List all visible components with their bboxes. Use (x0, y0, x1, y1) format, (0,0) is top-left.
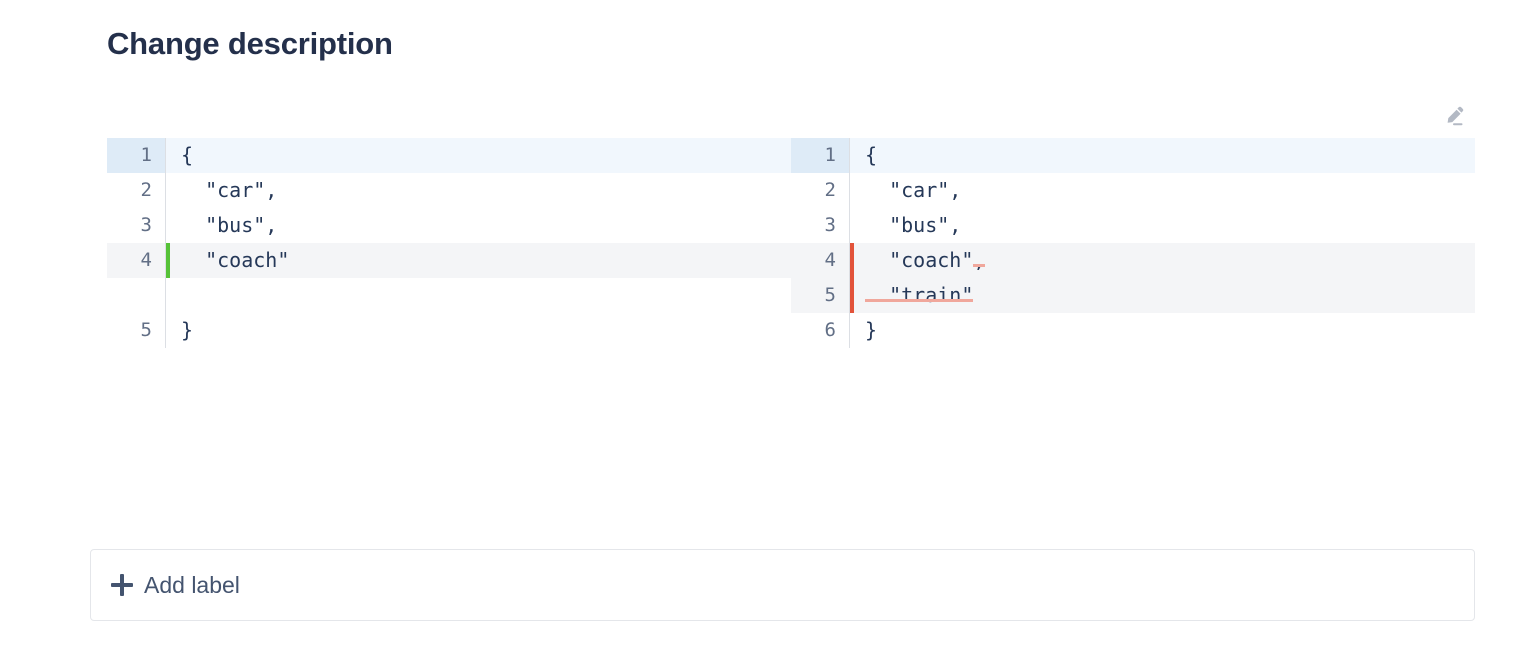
diff-toolbar (107, 100, 1475, 138)
code-line: "car", (865, 178, 962, 202)
diff-side-modified: 1 2 3 4 5 6 { "car", "bus", "coach", "tr… (791, 138, 1475, 348)
plus-icon (111, 574, 133, 596)
diff-panel: 1 2 3 4 5 { "car", "bus", "coach" } 1 2 (107, 100, 1475, 348)
line-number: 1 (107, 138, 165, 173)
line-number: 3 (140, 214, 152, 236)
code-line: { (166, 138, 791, 173)
code-line: "bus", (181, 213, 278, 237)
line-number: 5 (140, 319, 152, 341)
line-number: 3 (824, 214, 836, 236)
inserted-text: , (973, 248, 986, 272)
code-line-added: "coach" (166, 243, 791, 278)
diff-side-original: 1 2 3 4 5 { "car", "bus", "coach" } (107, 138, 791, 348)
line-number-gutter-original: 1 2 3 4 5 (107, 138, 165, 348)
code-column-original: { "car", "bus", "coach" } (165, 138, 791, 348)
line-number: 1 (791, 138, 849, 173)
add-label-content: Add label (91, 571, 240, 598)
pencil-edit-icon[interactable] (1439, 101, 1469, 131)
code-line-changed: "train" (850, 278, 1475, 313)
line-number: 4 (107, 243, 165, 278)
code-line-spacer (166, 278, 791, 313)
code-line: } (181, 318, 194, 342)
diff-body: 1 2 3 4 5 { "car", "bus", "coach" } 1 2 (107, 138, 1475, 348)
line-number: 4 (791, 243, 849, 278)
line-number-gutter-modified: 1 2 3 4 5 6 (791, 138, 849, 348)
code-line: "car", (181, 178, 278, 202)
line-number: 2 (824, 179, 836, 201)
add-label-button[interactable]: Add label (90, 549, 1475, 621)
code-column-modified: { "car", "bus", "coach", "train" } (849, 138, 1475, 348)
code-line: "bus", (865, 213, 962, 237)
code-text: "coach" (865, 248, 974, 272)
line-number: 5 (791, 278, 849, 313)
code-line-changed: "coach", (850, 243, 1475, 278)
add-label-text: Add label (144, 571, 240, 598)
inserted-text: "train" (865, 283, 974, 307)
line-number: 2 (140, 179, 152, 201)
code-line: } (865, 318, 878, 342)
line-number (107, 278, 165, 313)
code-line: { (850, 138, 1475, 173)
page-title: Change description (107, 26, 393, 61)
line-number: 6 (824, 319, 836, 341)
